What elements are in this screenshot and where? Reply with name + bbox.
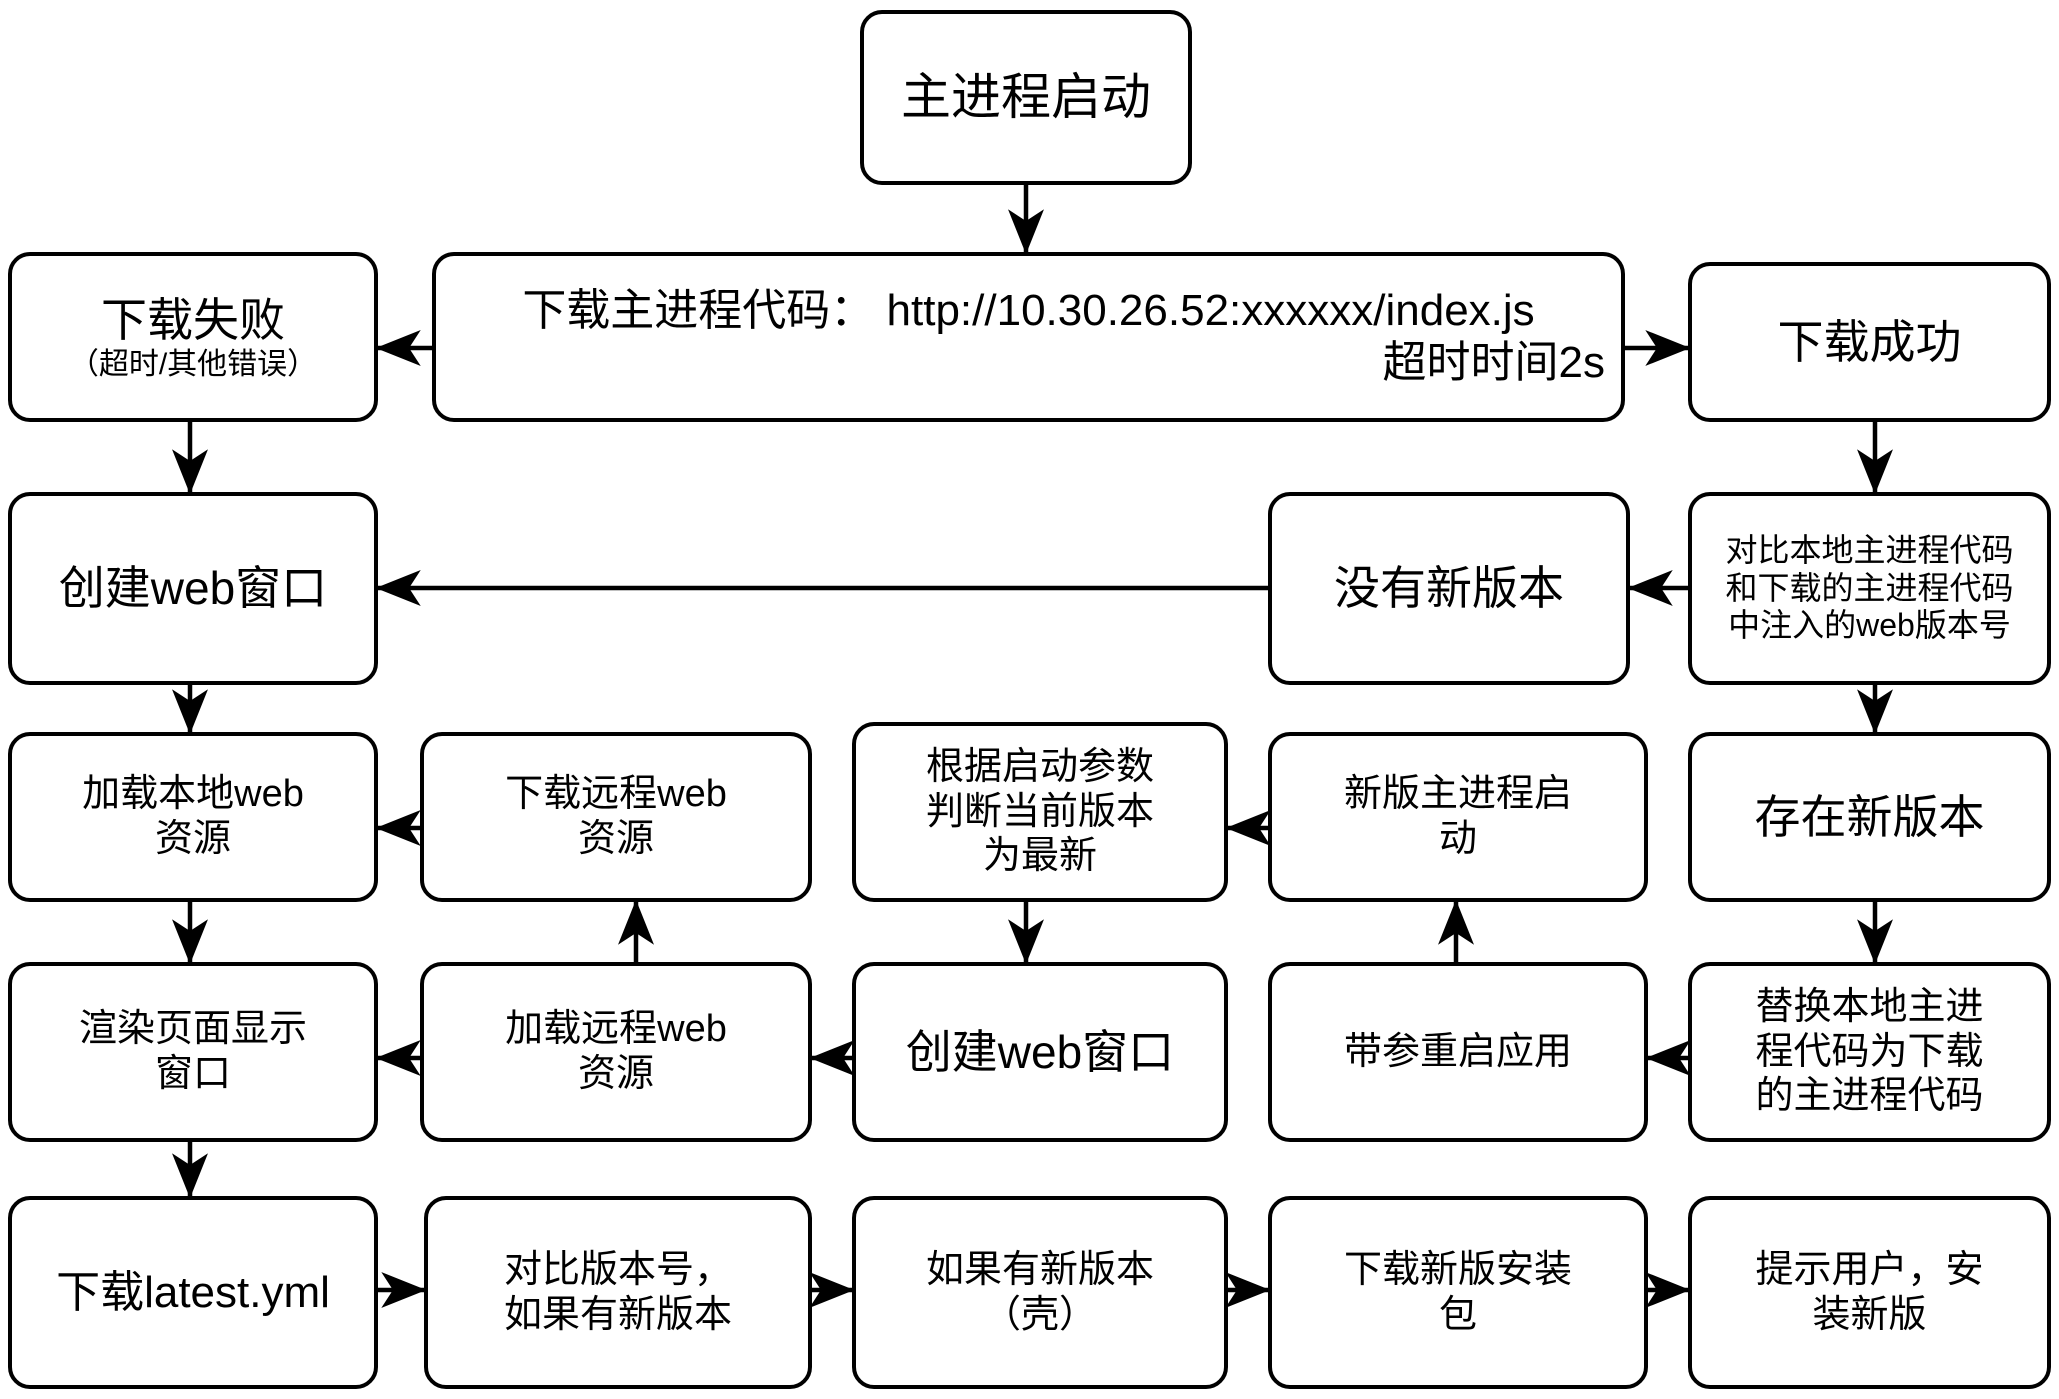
node-label: 下载远程web 资源 — [505, 773, 727, 860]
node-label: 创建web窗口 — [58, 562, 328, 615]
node-new-main-process-start[interactable]: 新版主进程启 动 — [1268, 732, 1648, 902]
node-no-new-version[interactable]: 没有新版本 — [1268, 492, 1630, 685]
node-label: 创建web窗口 — [905, 1025, 1175, 1078]
node-judge-current-version-latest[interactable]: 根据启动参数 判断当前版本 为最新 — [852, 722, 1228, 902]
node-label: 替换本地主进 程代码为下载 的主进程代码 — [1755, 985, 1984, 1118]
node-label: 下载成功 — [1777, 315, 1962, 368]
node-label: 提示用户，安 装新版 — [1755, 1248, 1984, 1336]
node-label: 没有新版本 — [1334, 562, 1564, 615]
node-download-main-process-code[interactable]: 下载主进程代码： http://10.30.26.52:xxxxxx/index… — [432, 252, 1625, 422]
node-notify-user-install[interactable]: 提示用户，安 装新版 — [1688, 1196, 2051, 1389]
node-label: 主进程启动 — [901, 69, 1151, 125]
node-render-page-window[interactable]: 渲染页面显示 窗口 — [8, 962, 378, 1142]
node-create-web-window[interactable]: 创建web窗口 — [8, 492, 378, 685]
node-replace-local-main-process-code[interactable]: 替换本地主进 程代码为下载 的主进程代码 — [1688, 962, 2051, 1142]
node-load-local-web-resource[interactable]: 加载本地web 资源 — [8, 732, 378, 902]
node-create-web-window-2[interactable]: 创建web窗口 — [852, 962, 1228, 1142]
node-label: 渲染页面显示 窗口 — [78, 1008, 307, 1095]
node-sublabel: （超时/其他错误） — [68, 347, 318, 381]
node-download-latest-yml[interactable]: 下载latest.yml — [8, 1196, 378, 1389]
node-label-line1: 下载主进程代码： http://10.30.26.52:xxxxxx/index… — [522, 286, 1535, 336]
node-label: 下载新版安装 包 — [1343, 1248, 1572, 1336]
node-download-remote-web-resource[interactable]: 下载远程web 资源 — [420, 732, 812, 902]
node-label: 对比版本号， 如果有新版本 — [503, 1248, 732, 1336]
node-label: 下载latest.yml — [56, 1267, 330, 1317]
node-label: 存在新版本 — [1754, 790, 1985, 843]
node-download-success[interactable]: 下载成功 — [1688, 262, 2051, 422]
node-compare-web-version[interactable]: 对比本地主进程代码 和下载的主进程代码 中注入的web版本号 — [1688, 492, 2051, 685]
node-load-remote-web-resource[interactable]: 加载远程web 资源 — [420, 962, 812, 1142]
node-label-line2: 超时时间2s — [1382, 338, 1605, 387]
node-label: 下载失败 — [101, 294, 285, 347]
node-label: 加载本地web 资源 — [82, 773, 304, 860]
node-label: 加载远程web 资源 — [505, 1008, 727, 1095]
node-label: 对比本地主进程代码 和下载的主进程代码 中注入的web版本号 — [1725, 531, 2014, 644]
node-download-failed[interactable]: 下载失败 （超时/其他错误） — [8, 252, 378, 422]
node-label: 如果有新版本 （壳） — [925, 1248, 1154, 1336]
node-label: 新版主进程启 动 — [1343, 773, 1572, 860]
node-main-process-start[interactable]: 主进程启动 — [860, 10, 1192, 185]
node-label: 带参重启应用 — [1343, 1030, 1572, 1073]
node-has-new-version[interactable]: 存在新版本 — [1688, 732, 2051, 902]
node-label: 根据启动参数 判断当前版本 为最新 — [925, 745, 1154, 878]
node-compare-version-number[interactable]: 对比版本号， 如果有新版本 — [424, 1196, 812, 1389]
node-download-new-installer[interactable]: 下载新版安装 包 — [1268, 1196, 1648, 1389]
node-if-new-shell-version[interactable]: 如果有新版本 （壳） — [852, 1196, 1228, 1389]
node-restart-app-with-args[interactable]: 带参重启应用 — [1268, 962, 1648, 1142]
